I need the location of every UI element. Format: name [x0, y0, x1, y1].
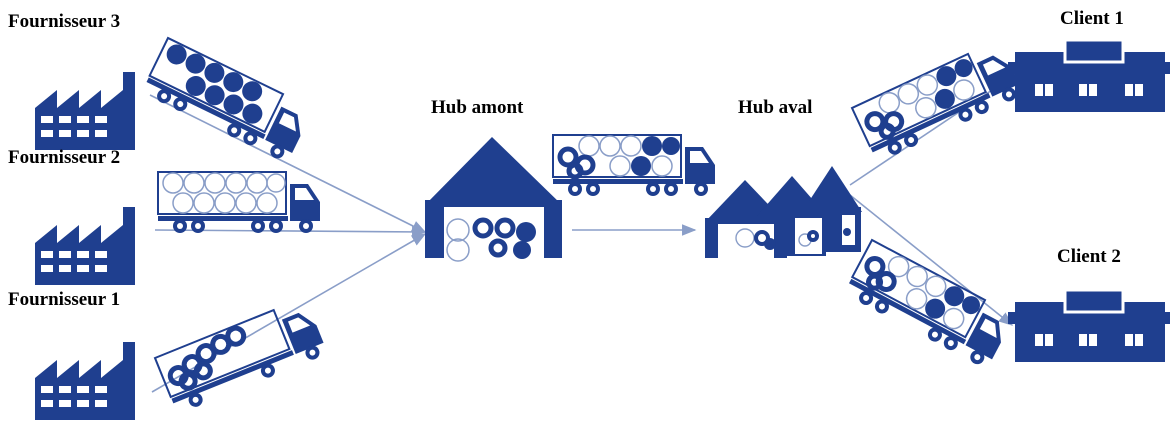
label-supplier2: Fournisseur 2	[8, 147, 121, 168]
supplier2-truck-icon	[157, 171, 321, 234]
label-hub-upstream: Hub amont	[431, 97, 524, 118]
arrow-supplier3-to-hub	[149, 94, 427, 233]
client1-truck-icon	[852, 40, 1025, 164]
label-supplier3: Fournisseur 3	[8, 11, 121, 32]
hub-upstream-icon	[425, 137, 562, 262]
arrow-supplier1-to-hub	[151, 233, 427, 393]
client2-store-icon	[1006, 288, 1172, 364]
label-supplier1: Fournisseur 1	[8, 289, 121, 310]
supplier1-factory-icon	[35, 342, 135, 420]
supplier3-factory-icon	[35, 72, 135, 150]
label-client2: Client 2	[1057, 246, 1121, 267]
supplier1-truck-icon	[155, 297, 328, 414]
supplier3-truck-icon	[140, 37, 315, 165]
hub-transfer-truck-icon	[553, 135, 715, 196]
label-hub-downstream: Hub aval	[738, 97, 813, 118]
label-client1: Client 1	[1060, 8, 1124, 29]
arrow-hub-to-client2	[849, 194, 1014, 326]
client1-store-icon	[1006, 38, 1172, 114]
supplier2-factory-icon	[35, 207, 135, 285]
hub-downstream-icon	[705, 166, 862, 258]
